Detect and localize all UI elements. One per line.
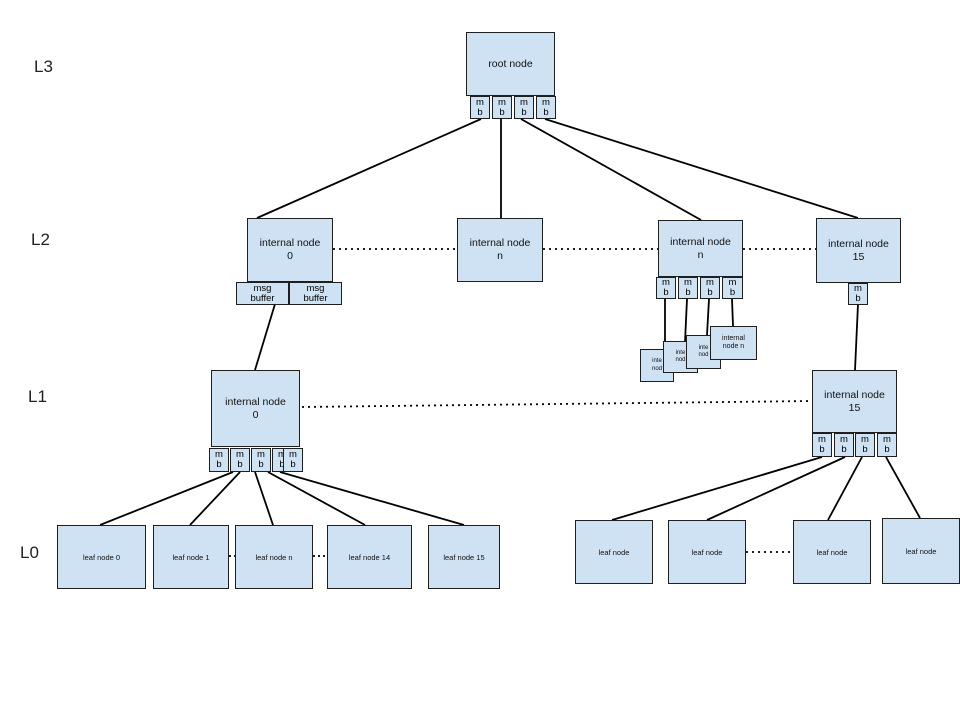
- internal-15-mb: m b: [848, 283, 868, 305]
- leaf-node-right-1: leaf node: [575, 520, 653, 584]
- edge-l1-0-to-leaf-1: [189, 471, 241, 526]
- l1-0-mb-1: m b: [209, 448, 229, 472]
- l1-15-mb-3: m b: [855, 433, 875, 457]
- leaf-node-right-4: leaf node: [882, 518, 960, 584]
- edge-l1-15-to-leaf-c: [827, 456, 863, 521]
- dotted-link-l1: [301, 400, 813, 408]
- leaf-node-1: leaf node 1: [153, 525, 229, 589]
- msg-buffer-2: msg buffer: [289, 282, 342, 305]
- edge-l1-0-to-leaf-n: [254, 471, 274, 526]
- stacked-internal-node-4: internal node n: [710, 326, 757, 360]
- leaf-node-right-3: leaf node: [793, 520, 871, 584]
- internal-n-mb-3: m b: [700, 277, 720, 299]
- edge-l1-0-to-leaf-14: [267, 471, 366, 526]
- l1-internal-node-0: internal node 0: [211, 370, 300, 447]
- root-mb-4: m b: [536, 96, 556, 119]
- edge-msgbuffer-to-l1-internal-0: [254, 303, 276, 371]
- root-mb-2: m b: [492, 96, 512, 119]
- l1-0-mb-5: m b: [283, 448, 303, 472]
- level-label-l0: L0: [20, 543, 39, 562]
- l2-internal-node-n: internal node n: [457, 218, 543, 282]
- edge-l1-0-to-leaf-15: [279, 471, 465, 526]
- l1-internal-node-0-label: internal node 0: [225, 395, 286, 421]
- edge-l1-15-to-leaf-b: [706, 456, 846, 521]
- l2-internal-node-0-label: internal node 0: [259, 237, 321, 262]
- l1-0-mb-3: m b: [251, 448, 271, 472]
- root-node-label: root node: [488, 57, 533, 70]
- leaf-node-right-2: leaf node: [668, 520, 746, 584]
- level-label-l2: L2: [31, 230, 50, 249]
- l2-internal-node-n-label: internal node n: [469, 237, 531, 262]
- l1-15-mb-4: m b: [877, 433, 897, 457]
- leaf-node-14: leaf node 14: [327, 525, 412, 589]
- leaf-node-n: leaf node n: [235, 525, 313, 589]
- edge-l1-0-to-leaf-0: [99, 471, 234, 526]
- l2-internal-node-0: internal node 0: [247, 218, 333, 282]
- l2-internal-node-15-label: internal node 15: [828, 237, 889, 263]
- internal-n-mb-2: m b: [678, 277, 698, 299]
- l1-internal-node-15: internal node 15: [812, 370, 897, 433]
- edge-l1-15-to-leaf-a: [611, 456, 823, 521]
- leaf-node-0: leaf node 0: [57, 525, 146, 589]
- level-label-l3: L3: [34, 57, 53, 76]
- root-mb-3: m b: [514, 96, 534, 119]
- internal-n-mb-1: m b: [656, 277, 676, 299]
- l1-15-mb-1: m b: [812, 433, 832, 457]
- internal-n-mb-4: m b: [722, 277, 743, 299]
- edge-l1-15-to-leaf-d: [885, 456, 921, 519]
- l2-internal-node-15: internal node 15: [816, 218, 901, 283]
- leaf-node-15: leaf node 15: [428, 525, 500, 589]
- root-node: root node: [466, 32, 555, 96]
- edge-mb-to-stack-3: [706, 298, 710, 336]
- root-mb-1: m b: [470, 96, 490, 119]
- msg-buffer-1: msg buffer: [236, 282, 289, 305]
- edge-root-to-internal-n2: [520, 118, 702, 221]
- edge-mb-to-stack-2: [684, 298, 688, 343]
- edge-internal-15-to-l1-internal-15: [854, 303, 859, 371]
- edge-root-to-internal-0: [256, 118, 482, 219]
- edge-root-to-internal-15: [544, 118, 859, 219]
- l1-15-mb-2: m b: [834, 433, 854, 457]
- l1-0-mb-2: m b: [230, 448, 250, 472]
- level-label-l1: L1: [28, 387, 47, 406]
- l1-internal-node-15-label: internal node 15: [824, 388, 885, 414]
- l2-internal-node-n-expanded: internal node n: [658, 220, 743, 277]
- l2-internal-node-n-expanded-label: internal node n: [670, 235, 731, 261]
- edge-mb-to-stack-4: [731, 298, 734, 327]
